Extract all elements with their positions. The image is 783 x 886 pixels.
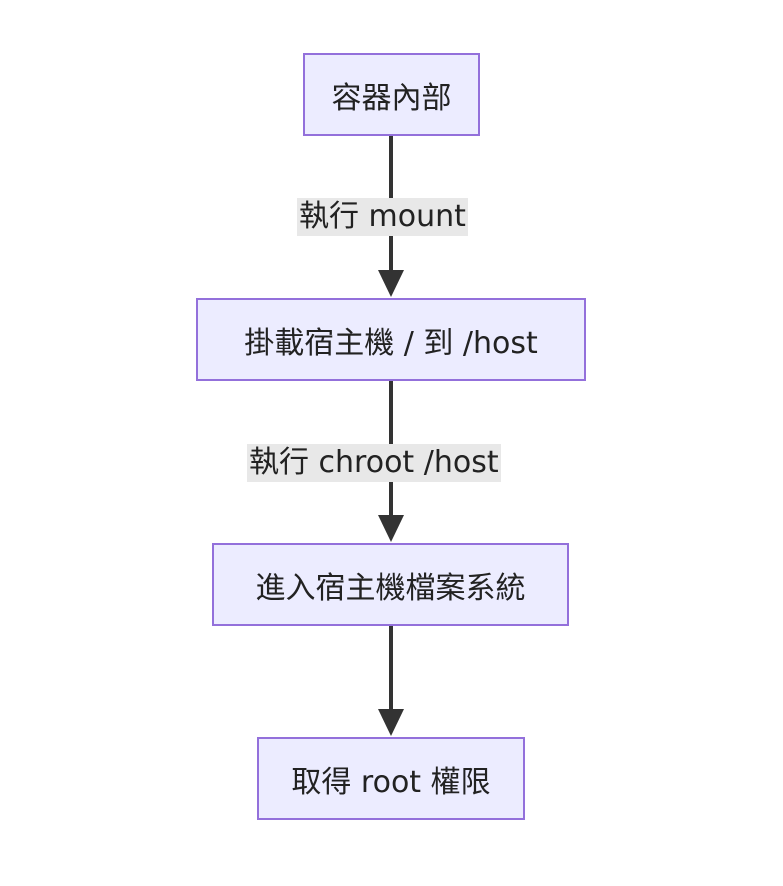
node-enter-host-filesystem-label: 進入宿主機檔案系統: [255, 570, 526, 606]
node-get-root-label: 取得 root 權限: [291, 764, 491, 800]
node-mount-host: 掛載宿主機 / 到 /host: [196, 298, 586, 381]
arrowhead-icon: [378, 270, 404, 297]
node-inside-container: 容器內部: [303, 53, 480, 136]
node-inside-container-label: 容器內部: [331, 80, 452, 116]
edge-label-run-mount: 執行 mount: [297, 198, 468, 236]
edge-label-run-chroot: 執行 chroot /host: [247, 444, 501, 482]
node-get-root: 取得 root 權限: [257, 737, 525, 820]
node-enter-host-filesystem: 進入宿主機檔案系統: [212, 543, 569, 626]
arrowhead-icon: [378, 515, 404, 542]
arrowhead-icon: [378, 709, 404, 736]
node-mount-host-label: 掛載宿主機 / 到 /host: [244, 325, 538, 361]
